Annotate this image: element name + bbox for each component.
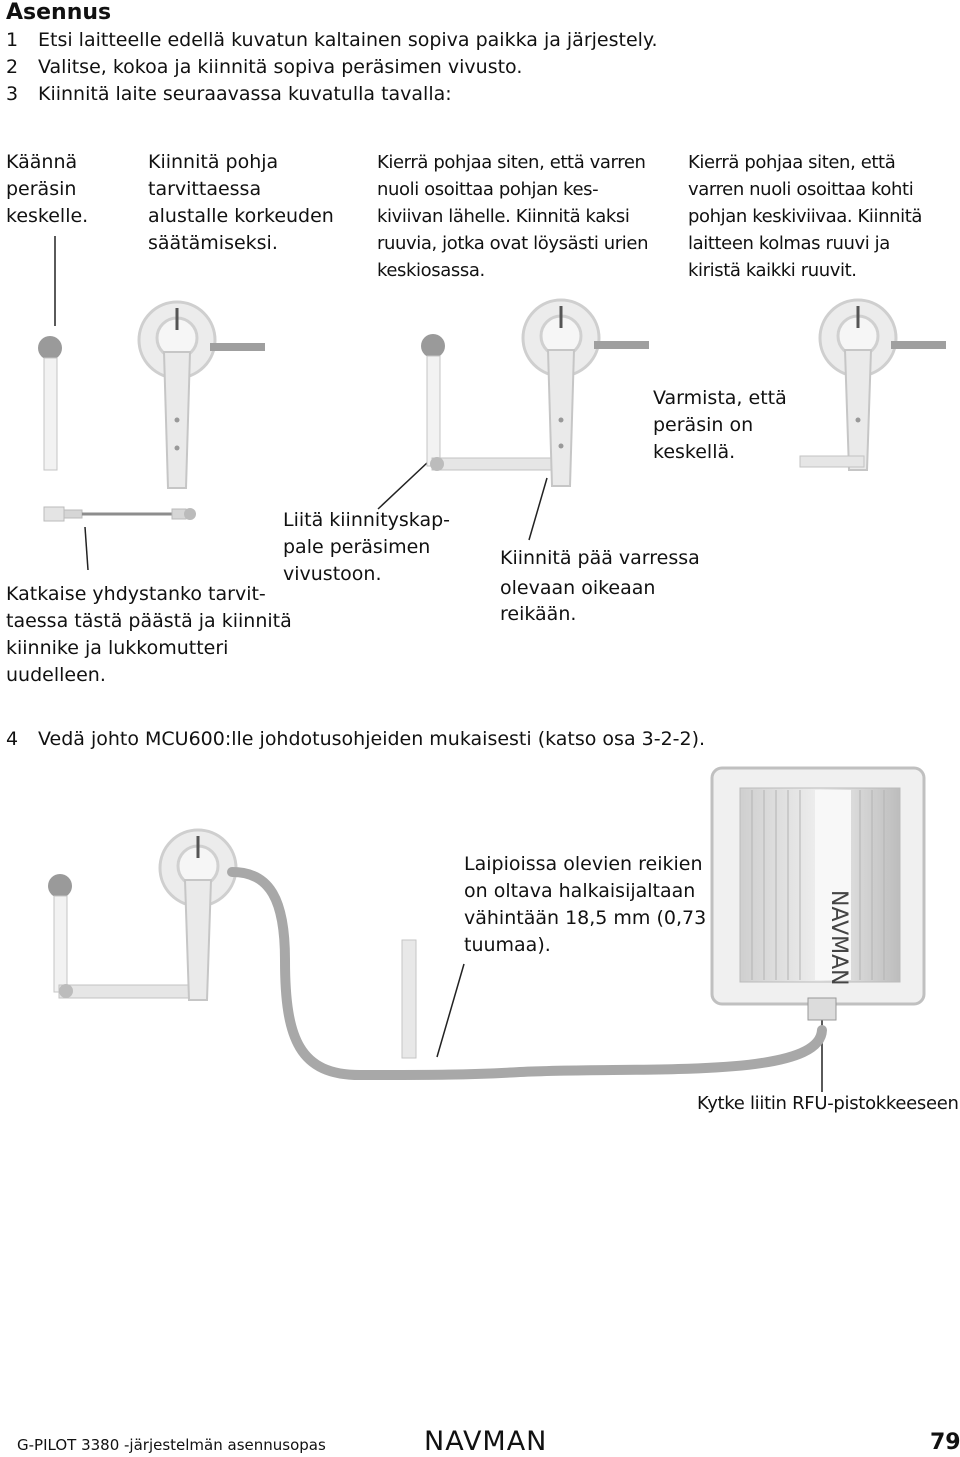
drive-cable <box>594 341 649 349</box>
rudder-tiller <box>43 357 58 471</box>
diagram-step-1 <box>38 300 265 489</box>
step-text: Valitse, kokoa ja kiinnitä sopiva peräsi… <box>38 56 523 78</box>
step-number: 2 <box>6 56 19 78</box>
connecting-rod <box>58 984 200 999</box>
diagram-step-2 <box>421 298 649 487</box>
step-text: Etsi laitteelle edellä kuvatun kaltainen… <box>38 29 658 51</box>
caption-attach-end: Kiinnitä pää varressa olevaan oikeaan re… <box>500 547 700 625</box>
step-number: 3 <box>6 83 19 105</box>
caption-rotate-base-near: Kierrä pohjaa siten, että varren nuoli o… <box>377 152 649 281</box>
tiller-knob <box>38 336 62 360</box>
connecting-rod <box>431 457 563 471</box>
step-number: 1 <box>6 29 19 51</box>
caption-attach-base: Kiinnitä pohja tarvittaessa alustalle ko… <box>148 151 334 254</box>
step-3: 3 Kiinnitä laite seuraavassa kuvatulla ta… <box>6 82 452 106</box>
section-heading: Asennus <box>6 0 112 25</box>
rfu-connector <box>807 997 837 1021</box>
step-text: Kiinnitä laite seuraavassa kuvatulla tav… <box>38 83 452 105</box>
page-number: 79 <box>930 1430 960 1455</box>
caption-attach-fitting: Liitä kiinnityskap- pale peräsimen vivus… <box>283 509 451 585</box>
drive-cable <box>227 867 827 1081</box>
caption-connect-rfu: Kytke liitin RFU-pistokkeeseen <box>697 1093 959 1114</box>
connecting-rod <box>799 455 865 468</box>
leader-line <box>377 461 429 510</box>
rudder-tiller <box>53 895 68 993</box>
tiller-knob <box>421 334 445 358</box>
drive-cable <box>891 341 946 349</box>
leader-line <box>84 526 89 571</box>
leader-line <box>436 963 465 1058</box>
leader-line <box>528 477 548 541</box>
step-text: Vedä johto MCU600:lle johdotusohjeiden m… <box>38 728 706 750</box>
drive-arm <box>843 349 873 471</box>
step-4: 4 Vedä johto MCU600:lle johdotusohjeiden … <box>6 727 705 751</box>
caption-rotate-base-toward: Kierrä pohjaa siten, että varren nuoli o… <box>688 152 922 281</box>
caption-cut-rod: Katkaise yhdystanko tarvit- taessa tästä… <box>6 583 292 686</box>
drive-cable <box>210 343 265 351</box>
footer-doc-title: G-PILOT 3380 -järjestelmän asennusopas <box>17 1436 326 1454</box>
connecting-rod-assembly <box>43 506 196 522</box>
step-2: 2 Valitse, kokoa ja kiinnitä sopiva peräs… <box>6 55 522 79</box>
bulkhead <box>401 939 417 1059</box>
caption-turn-rudder: Käännä peräsin keskelle. <box>6 151 89 227</box>
footer-brand-logo: NAVMAN <box>424 1426 548 1457</box>
tiller-knob <box>48 874 72 898</box>
diagram-step-4: NAVMAN <box>48 766 926 1081</box>
caption-center-rudder: Varmista, että peräsin on keskellä. <box>653 387 787 463</box>
drive-arm <box>183 879 213 1001</box>
rudder-tiller <box>426 355 441 467</box>
diagram-step-3 <box>799 298 946 471</box>
caption-bulkhead-holes: Laipioissa olevien reikien on oltava hal… <box>464 853 707 956</box>
step-number: 4 <box>6 728 19 750</box>
mcu-brand-label: NAVMAN <box>826 890 851 986</box>
step-1: 1 Etsi laitteelle edellä kuvatun kaltaine… <box>6 28 658 52</box>
